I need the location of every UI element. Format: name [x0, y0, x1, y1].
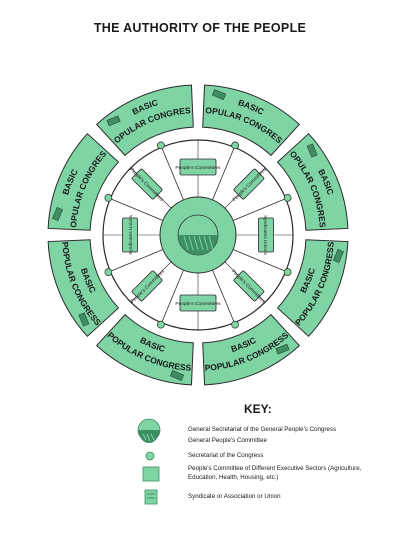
- secretariat-circle: [157, 141, 165, 150]
- key-item-general-secretariat: General Secretariat of the General Peopl…: [188, 426, 337, 433]
- basic-congress-segment-7: [47, 132, 120, 231]
- secretariat-circle: [104, 268, 113, 276]
- basic-congress-segment-4: [202, 313, 301, 386]
- executive-sectors-committee-icon: [142, 466, 160, 482]
- secretariat-circle: [231, 320, 239, 329]
- peoples-committee-box: [122, 217, 138, 253]
- basic-congress-segment-6: [47, 239, 120, 338]
- secretariat-of-congress-icon: [145, 451, 155, 461]
- peoples-committee-box: [179, 294, 217, 312]
- syndicate-box: [169, 370, 185, 381]
- key-item-secretariat-of-congress: Secretariat of the Congress: [188, 452, 264, 459]
- syndicate-box: [275, 343, 290, 355]
- spoke-line: [232, 249, 286, 272]
- spoke-line: [161, 147, 184, 201]
- peoples-committee-box: [131, 168, 163, 200]
- basic-congress-segment-3: [276, 239, 349, 338]
- peoples-committee-label: Syndicates Unions: [128, 215, 134, 255]
- peoples-committee-label: Syndicates Unions: [262, 215, 268, 255]
- syndicate-box: [106, 115, 121, 127]
- spoke-line: [161, 269, 184, 323]
- spoke-line: [110, 249, 164, 272]
- syndicate-icon: [144, 489, 158, 505]
- syndicate-box: [306, 143, 318, 158]
- secretariat-circle: [283, 268, 292, 276]
- peoples-committee-label: People's Committees: [175, 165, 221, 171]
- secretariat-circle: [283, 194, 292, 202]
- syndicate-box: [52, 206, 63, 222]
- basic-congress-segment-2: [276, 132, 349, 231]
- general-committee-icon: [140, 434, 158, 443]
- hatch-line: [183, 235, 189, 251]
- peoples-committee-box: [179, 158, 217, 176]
- basic-congress-segment-1: [202, 84, 301, 157]
- secretariat-circle: [231, 141, 239, 150]
- hatch-line: [203, 235, 209, 251]
- secretariat-circle: [104, 194, 113, 202]
- syndicate-box: [78, 312, 90, 327]
- key-item-general-committee: General People's Committee: [188, 437, 267, 444]
- spoke-line: [212, 269, 235, 323]
- hatch-line: [188, 235, 194, 251]
- key-item-syndicate: Syndicate or Association or Union: [188, 493, 281, 500]
- peoples-committee-box: [258, 217, 274, 253]
- syndicate-box: [211, 89, 227, 100]
- diagram-title: THE AUTHORITY OF THE PEOPLE: [93, 21, 307, 35]
- peoples-committee-label: People's Committees: [175, 301, 221, 307]
- basic-congress-segment-8: [95, 84, 194, 157]
- peoples-committee-box: [233, 270, 265, 302]
- hatch-line: [193, 235, 199, 251]
- peoples-committee-box: [233, 168, 265, 200]
- key-item-executive-sectors: People's Committee of Different Executiv…: [188, 465, 362, 481]
- spoke-line: [212, 147, 235, 201]
- syndicate-box: [333, 248, 344, 264]
- peoples-committee-box: [131, 270, 163, 302]
- basic-congress-segment-5: [95, 313, 194, 386]
- hatch-line: [208, 235, 214, 251]
- hatch-line: [198, 235, 204, 251]
- secretariat-circle: [157, 320, 165, 329]
- spoke-line: [232, 198, 286, 221]
- key-title: KEY:: [244, 402, 272, 416]
- spoke-line: [110, 198, 164, 221]
